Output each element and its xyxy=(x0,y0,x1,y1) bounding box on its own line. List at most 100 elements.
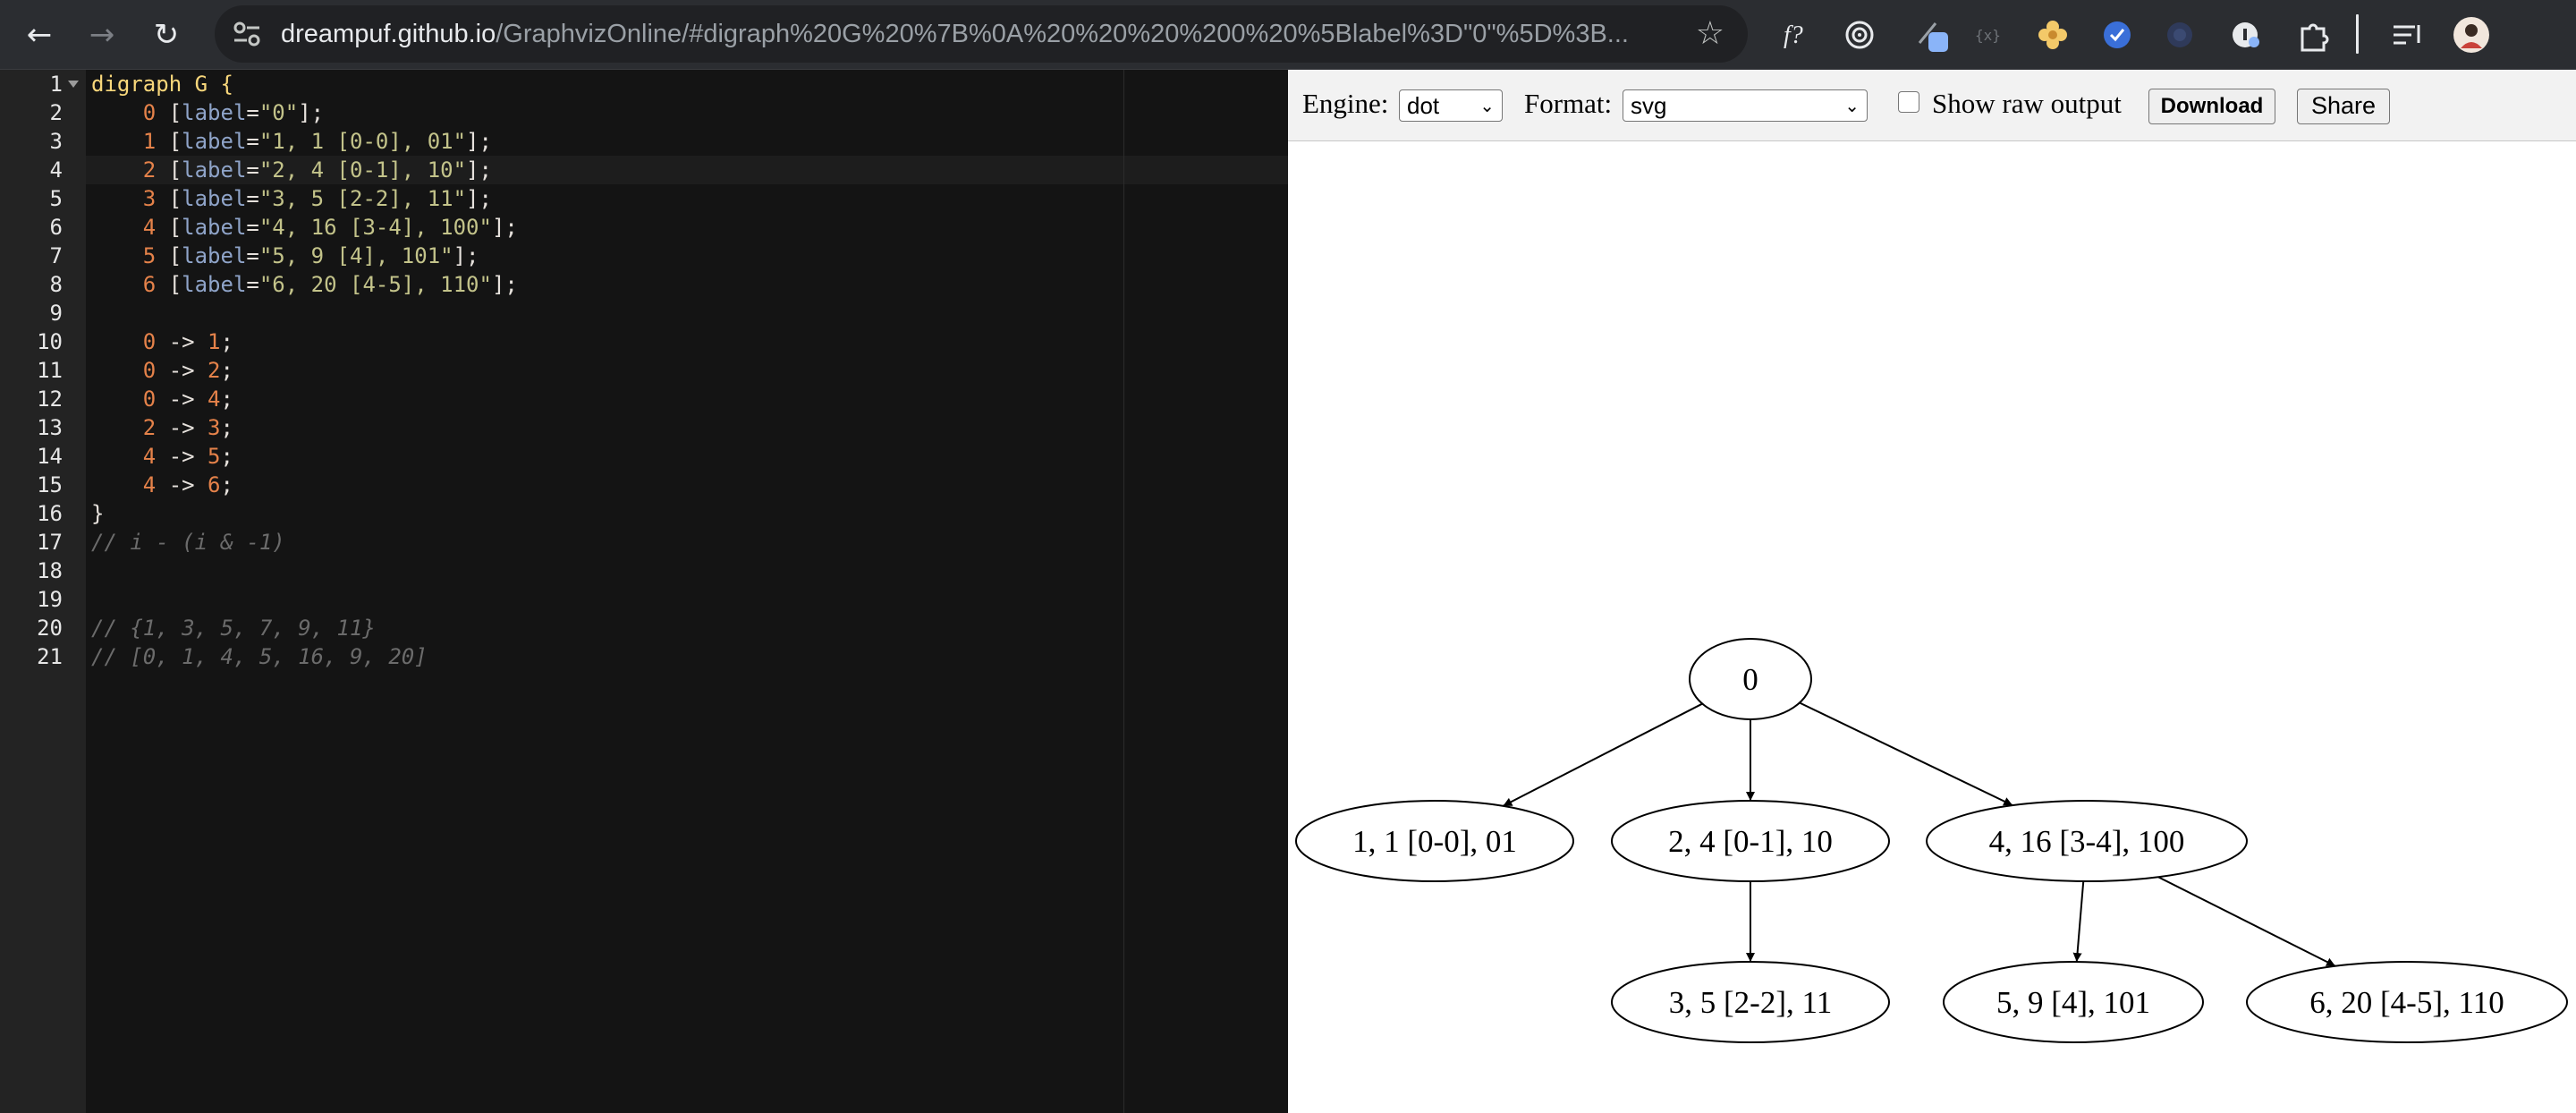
code-token xyxy=(91,157,143,183)
graph-node-label: 2, 4 [0-1], 10 xyxy=(1668,824,1833,859)
code-token xyxy=(91,186,143,211)
code-token: 1 xyxy=(208,329,221,354)
code-token: ]; xyxy=(466,129,492,154)
code-token: label xyxy=(182,100,247,125)
code-token: 5 xyxy=(142,243,157,268)
address-bar[interactable]: dreampuf.github.io/GraphvizOnline/#digra… xyxy=(215,5,1748,63)
show-raw-output-checkbox[interactable] xyxy=(1898,91,1919,113)
share-button[interactable]: Share xyxy=(2297,89,2390,124)
graph-edge-0-1 xyxy=(1502,702,1703,807)
code-token: "1, 1 [0-0], 01" xyxy=(258,129,467,154)
code-token: ; xyxy=(220,444,233,469)
line-number: 13 xyxy=(37,415,63,440)
pen-extension-icon[interactable] xyxy=(1909,11,1957,59)
code-token: 2 xyxy=(208,358,221,383)
code-token: 1 xyxy=(142,129,157,154)
graph-node-label: 6, 20 [4-5], 110 xyxy=(2309,985,2504,1020)
code-line[interactable]: 0 -> 1; xyxy=(91,327,233,356)
code-line[interactable]: // [0, 1, 4, 5, 16, 9, 20] xyxy=(91,642,428,671)
forward-arrow-icon[interactable]: → xyxy=(89,17,115,53)
code-token: } xyxy=(91,501,105,526)
code-token: label xyxy=(182,186,247,211)
reload-icon[interactable]: ↻ xyxy=(153,17,180,53)
line-number: 4 xyxy=(49,157,63,183)
code-line[interactable]: 4 [label="4, 16 [3-4], 100"]; xyxy=(91,213,518,242)
code-token: ]; xyxy=(491,272,518,297)
code-token: 6 xyxy=(142,272,157,297)
code-line[interactable]: 0 -> 2; xyxy=(91,356,233,385)
code-line[interactable]: 4 -> 5; xyxy=(91,442,233,471)
reading-list-icon[interactable] xyxy=(2383,11,2431,59)
function-extension-icon[interactable]: f? xyxy=(1773,11,1821,59)
profile-avatar-icon[interactable] xyxy=(2447,11,2496,59)
graph-node-label: 0 xyxy=(1742,662,1758,697)
line-number: 19 xyxy=(37,587,63,612)
format-select[interactable]: svg ⌄ xyxy=(1623,89,1868,122)
code-token xyxy=(91,358,143,383)
fold-arrow-icon[interactable] xyxy=(68,81,79,88)
engine-select[interactable]: dot ⌄ xyxy=(1399,89,1503,122)
graph-edge-0-4 xyxy=(1799,701,2013,807)
graph-node-5: 5, 9 [4], 101 xyxy=(1943,961,2204,1043)
code-line[interactable]: } xyxy=(91,499,104,528)
code-token: -> xyxy=(156,415,208,440)
back-arrow-icon[interactable]: ← xyxy=(26,17,53,53)
graph-node-3: 3, 5 [2-2], 11 xyxy=(1611,961,1890,1043)
graph-node-ellipse xyxy=(1926,800,2248,882)
code-line[interactable]: 2 -> 3; xyxy=(91,413,233,442)
code-token: ; xyxy=(220,387,233,412)
code-token xyxy=(91,329,143,354)
code-line[interactable]: 5 [label="5, 9 [4], 101"]; xyxy=(91,242,479,270)
code-token xyxy=(91,415,143,440)
line-number: 2 xyxy=(49,100,63,125)
site-settings-icon[interactable] xyxy=(231,18,263,50)
braces-extension-icon[interactable]: {x} xyxy=(1966,11,2014,59)
code-line[interactable]: 1 [label="1, 1 [0-0], 01"]; xyxy=(91,127,492,156)
code-token: -> xyxy=(156,387,208,412)
code-line[interactable]: 6 [label="6, 20 [4-5], 110"]; xyxy=(91,270,518,299)
graphviz-toolbar: Engine: dot ⌄ Format: svg ⌄ Show raw out… xyxy=(1288,70,2576,141)
info-extension-icon[interactable] xyxy=(2222,11,2270,59)
code-token xyxy=(91,215,143,240)
url-text[interactable]: dreampuf.github.io/GraphvizOnline/#digra… xyxy=(281,5,1676,63)
code-token: = xyxy=(246,272,259,297)
output-pane: Engine: dot ⌄ Format: svg ⌄ Show raw out… xyxy=(1288,70,2576,1113)
code-token: ; xyxy=(220,358,233,383)
code-token: label xyxy=(182,272,247,297)
code-line[interactable]: // {1, 3, 5, 7, 9, 11} xyxy=(91,614,376,642)
code-line[interactable]: digraph G { xyxy=(91,70,233,98)
line-number: 5 xyxy=(49,186,63,211)
graph-node-ellipse xyxy=(1943,961,2204,1043)
line-number: 12 xyxy=(37,387,63,412)
code-token: -> xyxy=(156,358,208,383)
code-token: [ xyxy=(156,157,182,183)
code-line[interactable]: 0 [label="0"]; xyxy=(91,98,324,127)
line-number: 20 xyxy=(37,616,63,641)
download-button[interactable]: Download xyxy=(2148,89,2275,124)
code-token: ]; xyxy=(491,215,518,240)
code-token: "5, 9 [4], 101" xyxy=(258,243,453,268)
code-line[interactable]: // i - (i & -1) xyxy=(91,528,285,556)
code-token: [ xyxy=(156,129,182,154)
shield-extension-icon[interactable] xyxy=(2156,11,2204,59)
code-line[interactable]: 2 [label="2, 4 [0-1], 10"]; xyxy=(91,156,492,184)
check-extension-icon[interactable] xyxy=(2093,11,2141,59)
code-line[interactable]: 4 -> 6; xyxy=(91,471,233,499)
graph-node-2: 2, 4 [0-1], 10 xyxy=(1611,800,1890,882)
code-line[interactable]: 0 -> 4; xyxy=(91,385,233,413)
code-token xyxy=(91,100,143,125)
code-line[interactable]: 3 [label="3, 5 [2-2], 11"]; xyxy=(91,184,492,213)
code-token: 4 xyxy=(142,215,157,240)
graph-node-4: 4, 16 [3-4], 100 xyxy=(1926,800,2248,882)
code-token: -> xyxy=(156,444,208,469)
bookmark-star-icon[interactable]: ☆ xyxy=(1695,15,1724,52)
target-extension-icon[interactable] xyxy=(1835,11,1884,59)
code-token: ]; xyxy=(298,100,325,125)
puzzle-extensions-icon[interactable] xyxy=(2290,11,2338,59)
browser-toolbar: ← → ↻ dreampuf.github.io/GraphvizOnline/… xyxy=(0,0,2576,70)
line-number: 18 xyxy=(37,558,63,583)
flower-extension-icon[interactable] xyxy=(2029,11,2077,59)
